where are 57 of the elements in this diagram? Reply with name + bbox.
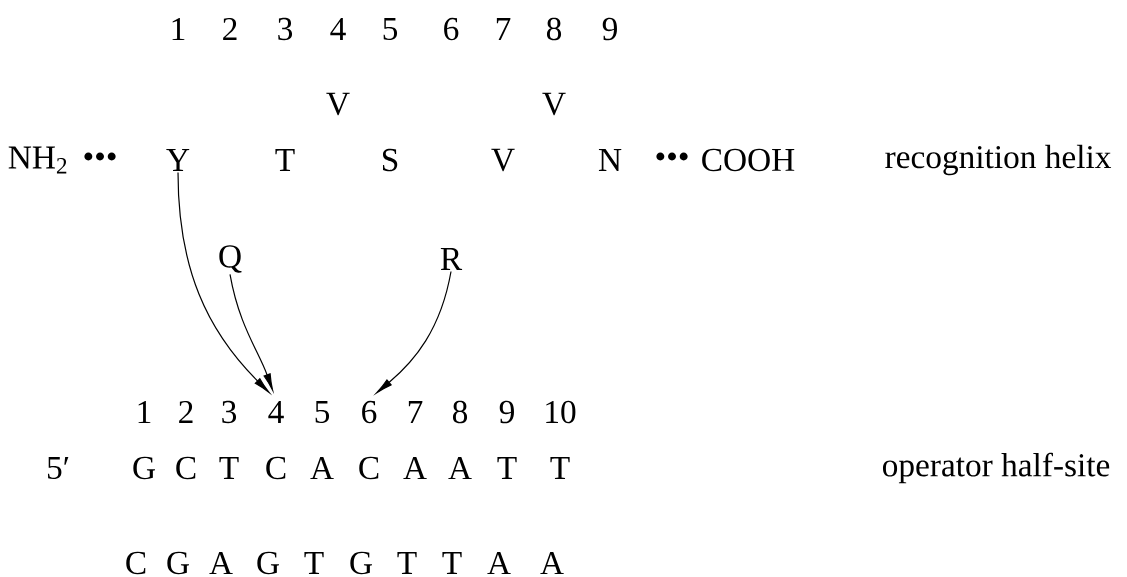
base-letter: A [403,457,427,479]
strand-end-label: 5′ [48,456,69,480]
position-number: 5 [315,400,330,424]
amino-acid-letter: Y [166,149,190,171]
base-letter: T [397,552,417,574]
base-letter: A [209,552,233,574]
base-letter: T [497,457,517,479]
position-number: 6 [362,400,377,424]
base-letter: T [304,552,324,574]
position-number: 6 [444,17,459,41]
position-number: 9 [499,400,514,424]
base-letter: T [219,457,239,479]
base-letter: G [133,456,155,480]
position-number: 7 [496,18,511,40]
base-letter: T [550,457,570,479]
amino-acid-letter: T [275,149,295,171]
base-letter: A [487,552,511,574]
base-letter: A [310,457,334,479]
base-letter: C [176,456,196,480]
amino-acid-letter: V [542,92,566,116]
position-number: 4 [330,18,346,40]
amino-acid-letter: R [440,248,463,270]
amino-acid-letter: V [326,92,350,116]
arrow [229,273,274,391]
amino-acid-letter: N [598,149,622,171]
row-label: recognition helix [885,144,1112,176]
base-letter: C [126,551,146,575]
position-number: 8 [452,400,468,424]
position-number: 1 [172,18,185,40]
position-number: 4 [268,401,284,423]
position-number: 2 [179,400,193,424]
base-letter: A [448,457,472,479]
terminus-label: COOH [702,148,795,172]
base-letter: G [350,551,372,575]
base-letter: G [167,551,189,575]
row-label: operator half-site [883,452,1110,484]
position-number: 10 [546,400,576,424]
amino-acid-letter: Q [219,245,242,273]
position-number: 5 [383,17,398,41]
base-letter: C [359,456,379,480]
terminus-label: NH$_{2}$ [8,146,67,174]
amino-acid-letter: V [491,148,515,172]
arrow [177,171,270,393]
position-number: 3 [222,400,237,424]
base-letter: A [540,552,564,574]
position-number: 3 [278,17,293,41]
position-number: 7 [408,401,423,423]
position-number: 2 [223,17,237,41]
position-number: 1 [138,401,151,423]
amino-acid-letter: S [383,148,398,172]
base-letter: G [257,551,279,575]
ellipsis-dots: ••• [656,152,688,161]
position-number: 8 [546,17,562,41]
ellipsis-dots: ••• [84,152,116,161]
position-number: 9 [602,17,617,41]
base-letter: C [266,456,286,480]
base-letter: T [442,552,462,574]
